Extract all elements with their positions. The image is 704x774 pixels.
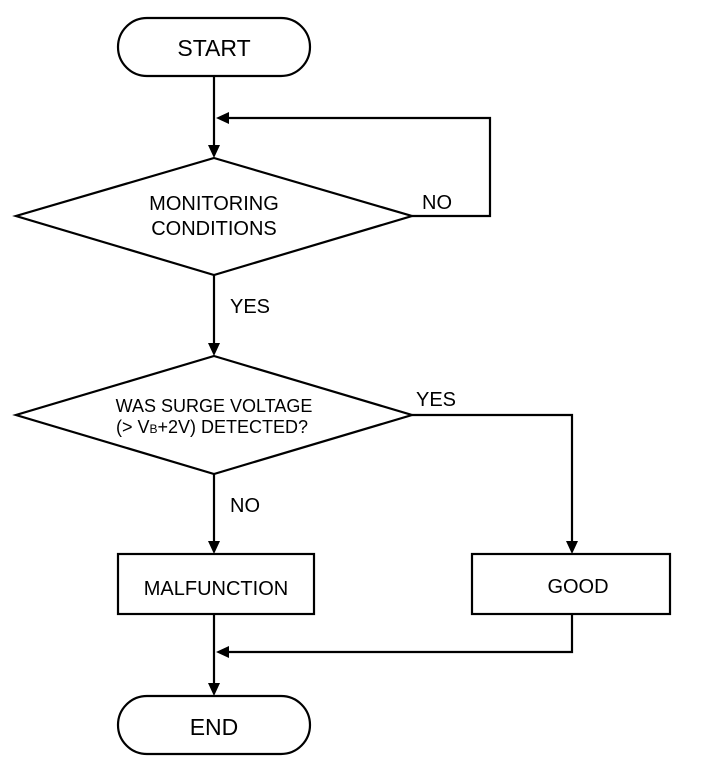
- monitoring-yes-label: YES: [230, 296, 270, 318]
- malfunction-label: MALFUNCTION: [144, 578, 288, 600]
- arrow-good-merge: [216, 646, 229, 658]
- monitoring-line-1: MONITORING: [149, 193, 279, 215]
- start-label: START: [177, 35, 250, 61]
- monitoring-line-2: CONDITIONS: [151, 218, 277, 240]
- monitoring-conditions-decision: [12, 156, 416, 277]
- surge-line-2-suffix: +2V) DETECTED?: [157, 417, 308, 437]
- arrow-into-end: [208, 683, 220, 696]
- good-label: GOOD: [547, 576, 608, 598]
- arrow-into-monitoring: [208, 145, 220, 158]
- arrow-into-surge: [208, 343, 220, 356]
- monitoring-no-label: NO: [422, 192, 452, 214]
- surge-line-2: (> VB+2V) DETECTED?: [116, 417, 308, 437]
- arrow-into-good: [566, 541, 578, 554]
- end-label: END: [190, 714, 239, 740]
- malfunction-box: [116, 552, 316, 616]
- connector-monitoring-no-loop: [228, 116, 492, 218]
- end-terminal: [116, 694, 312, 756]
- connector-good-to-end: [228, 614, 574, 654]
- connector-surge-yes-to-good: [412, 413, 574, 542]
- arrow-loop-back: [216, 112, 229, 124]
- arrow-into-malfunction: [208, 541, 220, 554]
- surge-line-2-prefix: (> V: [116, 417, 150, 437]
- surge-yes-label: YES: [416, 389, 456, 411]
- surge-line-2-subscript: B: [149, 422, 157, 436]
- surge-line-1: WAS SURGE VOLTAGE: [116, 396, 313, 416]
- surge-no-label: NO: [230, 495, 260, 517]
